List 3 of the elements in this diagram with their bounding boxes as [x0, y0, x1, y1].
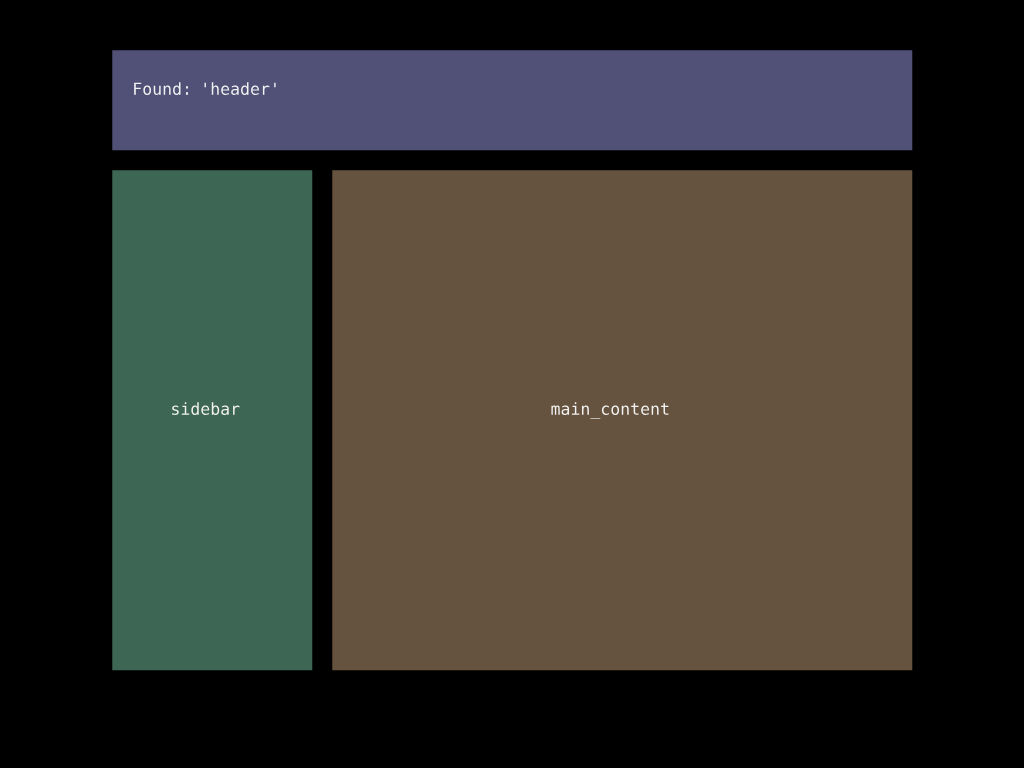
- content-panel: main_content: [332, 170, 913, 671]
- header-panel: Found: 'header': [112, 50, 913, 151]
- sidebar-panel: sidebar: [112, 170, 313, 671]
